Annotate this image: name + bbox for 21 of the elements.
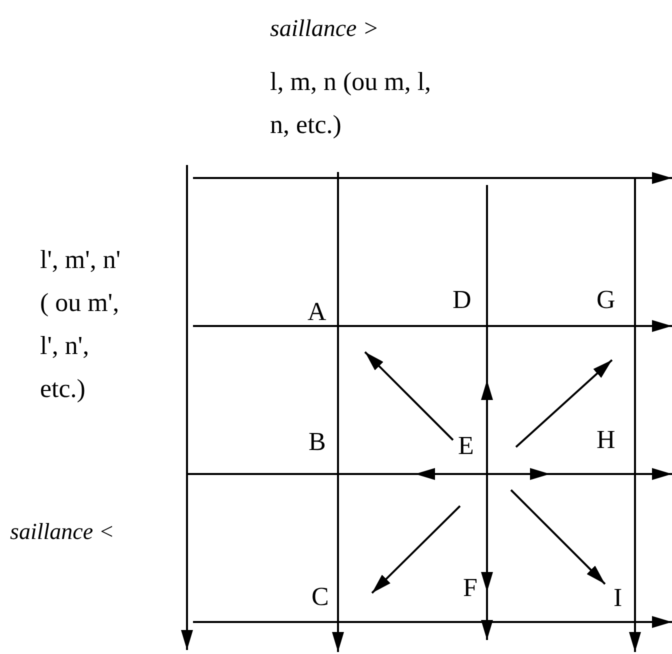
grid-point-letter: H — [596, 426, 616, 454]
axis-label: saillance < — [10, 518, 116, 546]
arrow — [487, 468, 550, 480]
arrow — [515, 359, 613, 448]
arrow — [481, 380, 493, 474]
arrow — [415, 468, 487, 480]
grid-point-letter: G — [596, 286, 616, 314]
grid-point-letter: F — [463, 574, 478, 602]
axis-label: saillance > — [270, 15, 380, 44]
grid-point-letter: I — [614, 584, 622, 612]
grid-point-letter: B — [308, 428, 326, 456]
grid-point-letter: D — [452, 286, 472, 314]
grid-point-letter: A — [308, 298, 326, 326]
grid-point-letter: C — [312, 583, 329, 611]
axis-label: l', m', n' ( ou m', l', n', etc.) — [40, 244, 122, 405]
arrow — [510, 489, 606, 585]
arrow — [481, 474, 493, 592]
axis-label: l, m, n (ou m, l, n, etc.) — [270, 66, 432, 141]
arrow — [364, 351, 454, 441]
grid-point-letter: E — [458, 432, 474, 460]
arrow — [371, 505, 461, 594]
